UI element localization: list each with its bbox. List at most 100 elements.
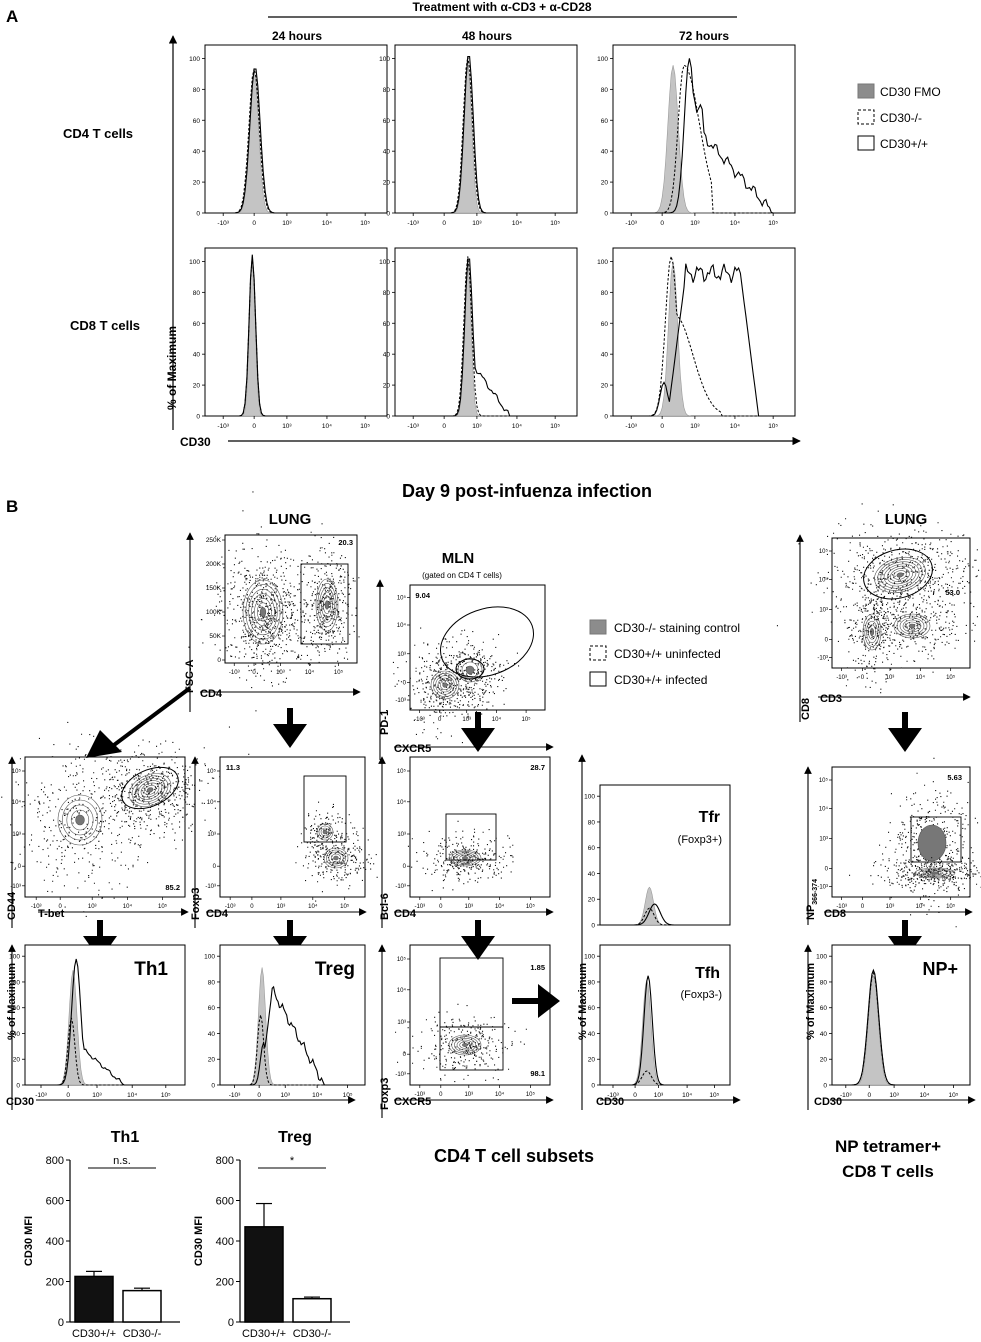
plot-lung-fsc-cd4-ytick-label: 0 [217,657,221,664]
hist-cd8-72h-ytick-label: 60 [601,321,609,328]
plot-foxp3-cd4-contour [318,825,332,839]
arrow-to-tfh-head [538,984,560,1018]
legend-b-infected: CD30+/+ infected [614,673,707,687]
mln-sublabel: (gated on CD4 T cells) [422,571,502,580]
plot-bcl6-cd4-contour [462,856,468,860]
arrow-to-cd44-head [86,730,122,758]
plot-mln-pd1-cxcr5-contour [437,677,453,693]
plot-foxp3-cxcr5-ytick-label: 10³ [397,1020,406,1026]
plot-bcl6-cd4-xtick-label: -10³ [414,904,425,910]
panel-a-letter: A [6,7,18,26]
hist-cd8-72h-frame [612,247,796,417]
plot-lung-fsc-cd4-contour [248,588,278,636]
plot-foxp3-cd4-xtick-label: 0 [250,904,254,910]
hist-np-xtick-label: -10³ [840,1092,852,1099]
plot-lung-fsc-cd4-contour [317,583,337,627]
foxp3b-axis-label: Foxp3 [379,1078,391,1110]
hist-cd8-48h-xtick-label: 0 [442,423,446,430]
bar-chart-ytick-label: 0 [228,1317,234,1329]
bar-chart-ytick-label: 400 [46,1236,64,1248]
plot-mln-pd1-cxcr5-gate [455,658,485,680]
time-48h: 48 hours [462,29,512,43]
plot-np-cd8-ytick-label: -10³ [817,885,828,891]
bar-chart-ytick-label: 200 [216,1277,234,1289]
plot-foxp3-cd4-contour [322,829,328,835]
plot-lung-cd8-cd3-ytick-label: 10⁵ [819,548,829,555]
plot-foxp3-cd4-xtick-label: 10⁵ [340,903,350,910]
hist-cd4-24h-ytick-label: 40 [193,149,201,156]
hist-th1-ytick-label: 0 [16,1083,20,1090]
plot-foxp3-cxcr5-xtick-label: 0 [439,1092,443,1098]
hist-cd8-72h-ytick-label: 100 [597,259,608,266]
plot-cd44-tbet-xtick-label: 0 [59,904,63,910]
arrow-to-treg-shaft [287,920,293,938]
plot-lung-cd8-cd3-contour [908,623,916,629]
plot-foxp3-cxcr5-ytick-label: 10⁴ [397,987,407,994]
plot-lung-cd8-cd3-xtick-label: 10³ [886,675,895,681]
bar [74,1275,114,1323]
hist-np-frame [831,944,971,1086]
hist-tfr-ytick-label: 80 [588,819,596,826]
hist-cd4-24h-ytick-label: 20 [193,180,201,187]
plot-lung-cd8-cd3-contour [880,561,920,589]
hist-cd4-24h-solid-curve [205,68,387,214]
plot-lung-fsc-cd4-contour [245,584,281,640]
plot-lung-fsc-cd4-contour [256,602,270,622]
hist-cd8-48h-solid-curve [395,258,577,417]
plot-lung-cd8-cd3-gate [863,548,933,600]
plot-foxp3-cxcr5-xtick-label: 10⁵ [526,1091,536,1098]
hist-cd4-24h-ytick-label: 0 [196,211,200,218]
hist-treg-xtick-label: 10⁴ [312,1092,322,1099]
plot-lung-cd8-cd3-contour [890,568,910,582]
hist-cd4-48h-frame [394,44,578,214]
hist-treg-xtick-label: 0 [257,1092,261,1099]
subset-tfr: Tfr [699,809,720,826]
plot-np-cd8-gate [910,816,962,863]
plot-mln-pd1-cxcr5-xtick-label: -10³ [414,717,425,723]
hist-tfh-ytick-label: 60 [588,1005,596,1012]
plot-cd44-tbet-contour [131,775,169,805]
hist-cd8-48h-ytick-label: 40 [383,352,391,359]
plot-lung-fsc-cd4-xtick-label: 0 [252,670,256,676]
hist-cd4-24h-ytick-label: 100 [189,56,200,63]
hist-cd8-72h-xtick-label: 10³ [690,423,700,430]
hist-cd4-48h-xtick-label: 10⁴ [512,220,522,227]
plot-lung-cd8-cd3-ytick-label: -10³ [817,656,828,662]
cxcr5-x-label: CXCR5 [394,743,431,755]
hist-cd4-48h-ytick-label: 80 [383,87,391,94]
plot-lung-cd8-cd3-xtick-label: 10⁵ [946,674,956,681]
significance-label: n.s. [113,1155,131,1167]
plot-lung-cd8-cd3-contour [893,570,907,580]
arrow-to-np-hist-shaft [902,920,908,938]
hist-treg-ytick-label: 100 [204,954,215,961]
plot-foxp3-cd4-contour [316,823,334,841]
plot-bcl6-cd4-contour [448,849,482,867]
subset-treg: Treg [315,959,355,980]
plot-foxp3-cxcr5-ytick-label: 0 [403,1052,407,1058]
hist-treg-solid-curve [220,985,365,1086]
plot-bcl6-cd4-contour [456,853,474,863]
hist-np-ytick-label: 40 [820,1031,828,1038]
hist-cd4-72h-ytick-label: 0 [604,211,608,218]
hist-cd4-24h-xtick-label: 0 [252,220,256,227]
hist-cd8-72h-xtick-label: 10⁵ [768,423,778,430]
hist-tfh-ytick-label: 100 [584,954,595,961]
plot-foxp3-cxcr5-xtick-label: 10⁴ [495,1091,505,1098]
panel-b-title: Day 9 post-infuenza infection [402,481,652,501]
plot-lung-cd8-cd3-contour [883,563,917,587]
hist-cd8-72h-xtick-label: 10⁴ [730,423,740,430]
cxcr5b-x-label: CXCR5 [394,1096,431,1108]
hist-cd8-48h-xtick-label: 10³ [472,423,482,430]
plot-lung-cd8-cd3-xtick-label: 10⁴ [916,674,926,681]
hist-treg-xtick-label: 10³ [281,1092,291,1099]
plot-cd44-tbet-ytick-label: 10⁴ [12,799,22,806]
plot-bcl6-cd4-xtick-label: 0 [439,904,443,910]
plot-mln-pd1-cxcr5-ytick-label: 10⁵ [397,595,407,602]
plot-lung-cd8-cd3-ytick-label: 10³ [819,608,828,614]
